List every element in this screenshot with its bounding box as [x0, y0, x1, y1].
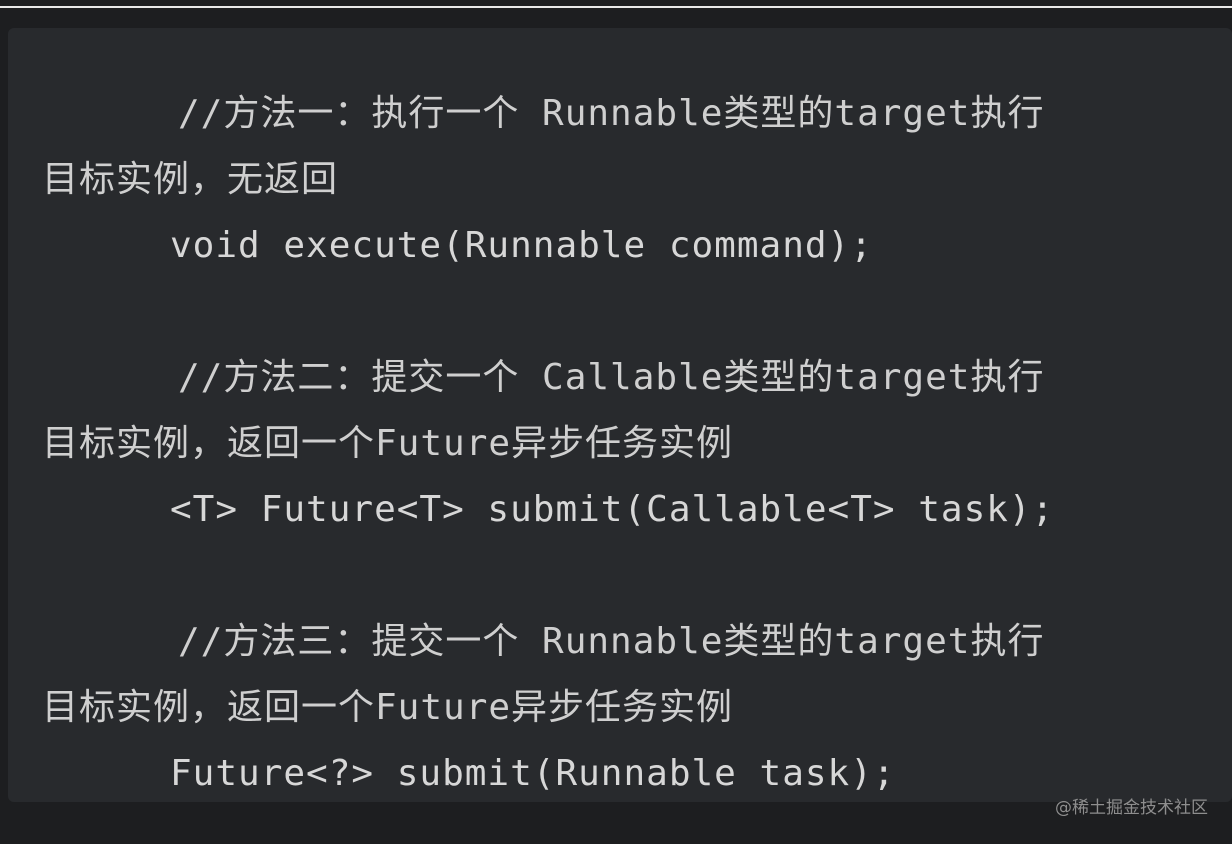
code-comment-method-three: //方法三：提交一个 Runnable类型的target执行: [178, 621, 1045, 662]
code-comment-method-two: //方法二：提交一个 Callable类型的target执行: [178, 357, 1045, 398]
code-line-execute-signature: void execute(Runnable command);: [170, 225, 873, 266]
code-comment-method-two-continuation: 目标实例，返回一个Future异步任务实例: [42, 423, 734, 464]
code-line-submit-callable-signature: <T> Future<T> submit(Callable<T> task);: [170, 489, 1055, 530]
code-comment-method-one: //方法一：执行一个 Runnable类型的target执行: [178, 93, 1045, 134]
code-line-submit-runnable-signature: Future<?> submit(Runnable task);: [170, 753, 896, 794]
watermark-text: @稀土掘金技术社区: [1055, 798, 1208, 818]
code-block: //方法一：执行一个 Runnable类型的target执行 目标实例，无返回 …: [8, 28, 1232, 802]
code-comment-method-three-continuation: 目标实例，返回一个Future异步任务实例: [42, 687, 734, 728]
top-divider: [0, 0, 1232, 8]
code-comment-method-one-continuation: 目标实例，无返回: [42, 159, 339, 200]
